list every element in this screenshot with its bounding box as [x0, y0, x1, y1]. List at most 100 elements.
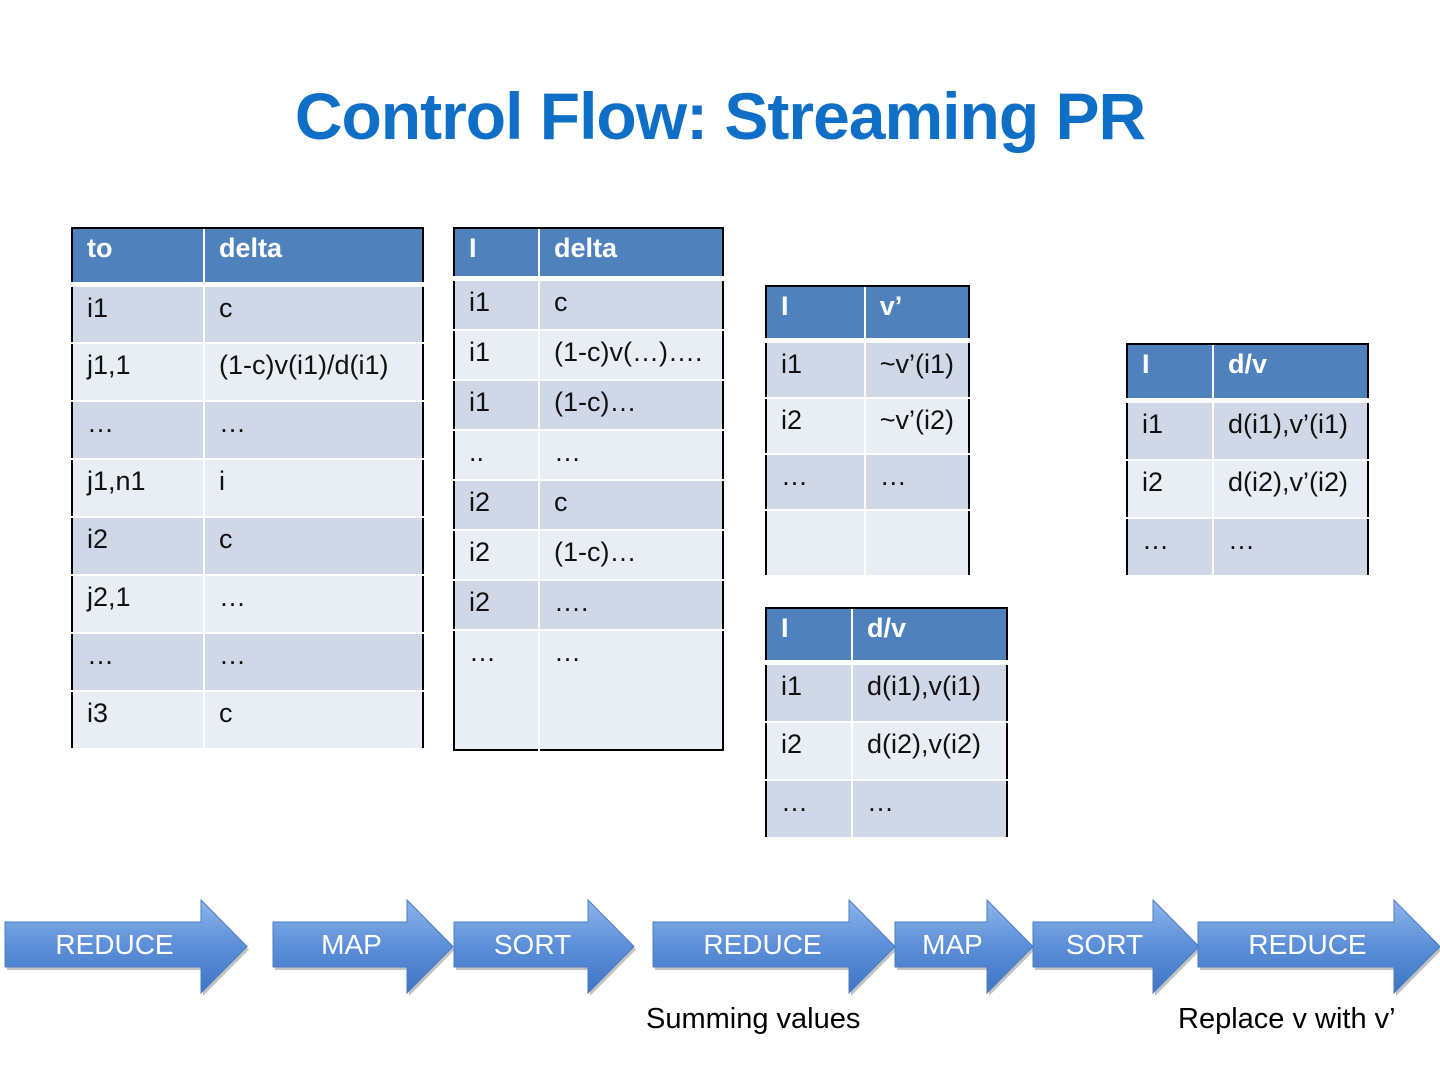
table-row: …… — [1127, 517, 1368, 575]
column-header: delta — [203, 227, 423, 287]
pipeline-step-label: MAP — [321, 929, 382, 960]
table-row — [766, 509, 969, 575]
table-row: i1~v’(i1) — [766, 339, 969, 398]
arrow-shape-icon — [1197, 898, 1440, 996]
table-row: i2…. — [454, 579, 723, 630]
table-cell: … — [538, 629, 723, 750]
table-cell: i2 — [766, 721, 852, 780]
table-row: …… — [72, 632, 423, 691]
table-row: i1(1-c)v(…)…. — [454, 329, 723, 380]
table-cell: (1-c)… — [538, 529, 723, 580]
pipeline-step-reduce: REDUCE — [4, 898, 253, 1004]
arrow-shape-icon — [894, 898, 1035, 996]
table-row: i2(1-c)… — [454, 529, 723, 580]
table-cell: d(i2),v(i2) — [851, 721, 1007, 780]
table-cell: i2 — [454, 479, 539, 530]
table-cell: i3 — [72, 690, 204, 748]
table-cell: i2 — [454, 529, 539, 580]
table-row: …… — [766, 779, 1007, 837]
table-cell: d(i2),v’(i2) — [1212, 459, 1368, 518]
table-cell: … — [851, 779, 1007, 837]
table-cell: … — [203, 632, 423, 691]
table-cell: c — [203, 690, 423, 748]
table-cell: i2 — [1127, 459, 1213, 518]
column-header: d/v — [851, 607, 1007, 665]
column-header: to — [72, 227, 204, 287]
column-header: I — [1127, 343, 1213, 403]
table-cell: i2 — [72, 516, 204, 575]
table-row: …… — [454, 629, 723, 750]
pipeline-step-reduce: REDUCE — [1197, 898, 1440, 1004]
table-row: i2~v’(i2) — [766, 397, 969, 454]
arrow-shape-icon — [453, 898, 636, 996]
column-header: d/v — [1212, 343, 1368, 403]
table-cell: c — [203, 516, 423, 575]
table-cell: … — [863, 453, 969, 510]
table-cell: … — [72, 400, 204, 459]
table-cell: … — [72, 632, 204, 691]
column-header: I — [454, 227, 539, 281]
table-cell: i1 — [1127, 399, 1213, 460]
caption-summing-values: Summing values — [646, 1003, 861, 1035]
arrow-shape-icon — [652, 898, 897, 996]
table-cell — [766, 509, 865, 575]
pipeline-step-label: SORT — [1065, 929, 1144, 960]
slide-title: Control Flow: Streaming PR — [294, 79, 1146, 153]
arrow-shape-icon — [1032, 898, 1201, 996]
table-row: j1,1(1-c)v(i1)/d(i1) — [72, 342, 423, 401]
pipeline-step-map: MAP — [272, 898, 459, 1004]
pipeline-step-label: REDUCE — [55, 929, 174, 960]
table-cell: i1 — [454, 329, 539, 380]
table-row: ..… — [454, 429, 723, 480]
pipeline-step-sort: SORT — [1032, 898, 1205, 1004]
table-cell: c — [203, 283, 423, 343]
table-cell: i1 — [72, 283, 204, 343]
table-cell: … — [203, 574, 423, 633]
table-cell: j2,1 — [72, 574, 204, 633]
table-cell: …. — [538, 579, 723, 630]
table-cell: (1-c)… — [538, 379, 723, 430]
column-header: I — [766, 607, 852, 665]
table-cell: i1 — [454, 379, 539, 430]
table-cell: d(i1),v’(i1) — [1212, 399, 1368, 460]
table-row: …… — [72, 400, 423, 459]
pipeline-step-label: REDUCE — [703, 929, 822, 960]
table-cell: i2 — [454, 579, 539, 630]
table-cell: … — [1212, 517, 1368, 575]
column-header: I — [766, 285, 865, 343]
pipeline-step-label: MAP — [922, 929, 983, 960]
arrow-shape-icon — [4, 898, 249, 996]
pipeline-step-label: REDUCE — [1248, 929, 1367, 960]
table-cell: … — [766, 779, 852, 837]
pipeline-step-sort: SORT — [453, 898, 640, 1004]
arrow-shape-icon — [272, 898, 455, 996]
table-cell: i — [203, 458, 423, 517]
table-cell: … — [1127, 517, 1213, 575]
table-cell: i1 — [766, 339, 865, 398]
table-cell: … — [203, 400, 423, 459]
table-cell: c — [538, 479, 723, 530]
caption-replace-v: Replace v with v’ — [1178, 1003, 1396, 1035]
column-header: v’ — [863, 285, 969, 343]
table-cell: (1-c)v(i1)/d(i1) — [203, 342, 423, 401]
table-row: j2,1… — [72, 574, 423, 633]
table-row: …… — [766, 453, 969, 510]
table-cell: j1,1 — [72, 342, 204, 401]
table-cell — [863, 509, 969, 575]
table-row: i1(1-c)… — [454, 379, 723, 430]
